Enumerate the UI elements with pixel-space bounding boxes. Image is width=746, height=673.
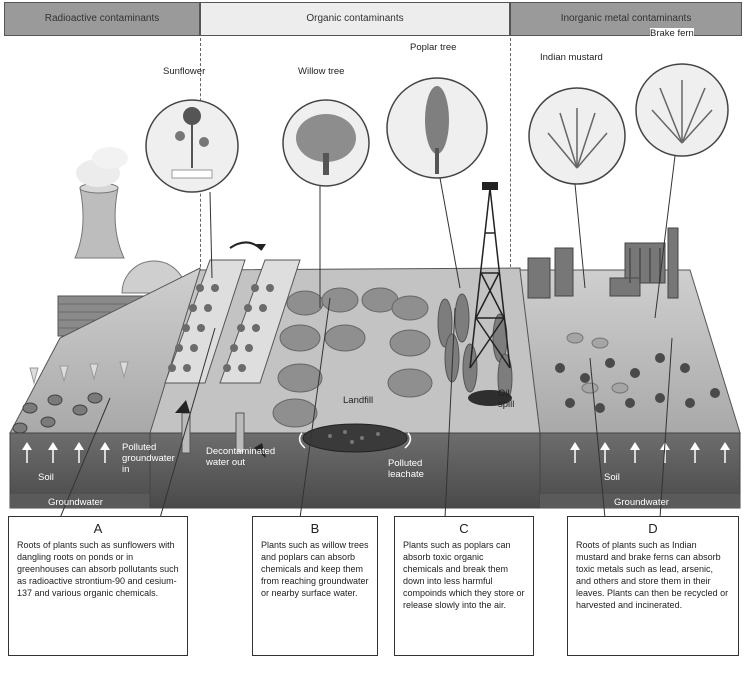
box-text: Roots of plants such as Indian mustard a… bbox=[576, 540, 729, 610]
label-willow: Willow tree bbox=[298, 66, 345, 77]
label-decontaminated-water: Decontaminated water out bbox=[206, 446, 276, 468]
box-text: Plants such as willow trees and poplars … bbox=[261, 540, 369, 598]
box-text: Plants such as poplars can absorb toxic … bbox=[403, 540, 525, 610]
header-bar: Radioactive contaminants Organic contami… bbox=[4, 2, 742, 38]
oil-derrick bbox=[469, 187, 511, 369]
label-fern: Brake fern bbox=[650, 28, 694, 39]
phytoremediation-illustration bbox=[9, 63, 741, 518]
label-groundwater-right: Groundwater bbox=[614, 497, 669, 508]
header-organic: Organic contaminants bbox=[200, 2, 510, 36]
explanation-box-b: B Plants such as willow trees and poplar… bbox=[252, 516, 378, 656]
label-polluted-groundwater: Polluted groundwater in bbox=[122, 442, 175, 475]
label-mustard: Indian mustard bbox=[540, 52, 603, 63]
box-letter: A bbox=[93, 521, 103, 536]
explanation-box-c: C Plants such as poplars can absorb toxi… bbox=[394, 516, 534, 656]
label-oil-spill: Oil spill bbox=[498, 388, 515, 410]
box-text: Roots of plants such as sunflowers with … bbox=[17, 540, 179, 598]
greenhouse-2 bbox=[219, 259, 301, 384]
label-polluted-leachate: Polluted leachate bbox=[388, 458, 424, 480]
box-letter: C bbox=[459, 521, 469, 536]
box-letter: B bbox=[310, 521, 320, 536]
explanation-box-a: A Roots of plants such as sunflowers wit… bbox=[8, 516, 188, 656]
box-letter: D bbox=[648, 521, 658, 536]
label-soil-left: Soil bbox=[38, 472, 54, 483]
greenhouse-1 bbox=[164, 259, 246, 384]
label-poplar: Poplar tree bbox=[410, 42, 457, 53]
cooling-tower bbox=[74, 187, 125, 259]
label-sunflower: Sunflower bbox=[163, 66, 206, 77]
label-landfill: Landfill bbox=[343, 395, 374, 406]
header-inorganic: Inorganic metal contaminants bbox=[510, 2, 742, 36]
explanation-box-d: D Roots of plants such as Indian mustard… bbox=[567, 516, 739, 656]
label-soil-right: Soil bbox=[604, 472, 620, 483]
header-radioactive: Radioactive contaminants bbox=[4, 2, 200, 36]
landfill-mound bbox=[302, 423, 408, 453]
label-groundwater-left: Groundwater bbox=[48, 497, 103, 508]
